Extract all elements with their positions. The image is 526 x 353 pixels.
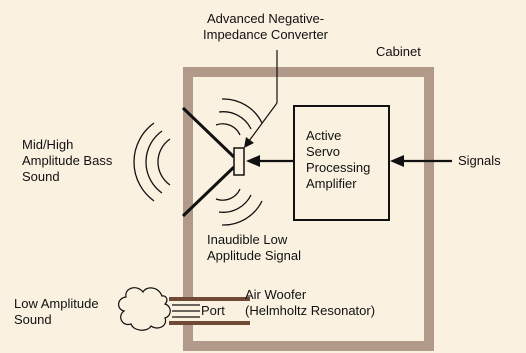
inaudible-signal-label: Inaudible Low Applitude Signal — [207, 232, 301, 263]
wave-arc — [218, 111, 252, 130]
speaker-cone-upper — [181, 106, 236, 159]
low-amplitude-sound-label: Low Amplitude Sound — [14, 296, 99, 327]
wave-arc — [218, 194, 252, 213]
bass-wave-arcs — [133, 122, 171, 202]
inaudible-wave-arcs — [215, 98, 263, 226]
wave-arc — [215, 188, 241, 201]
converter-label: Advanced Negative- Impedance Converter — [203, 11, 329, 42]
signals-arrowhead — [390, 155, 404, 167]
amplifier-box — [293, 105, 390, 221]
converter-leader-line — [248, 102, 278, 142]
converter-leader-arrowhead — [244, 137, 254, 148]
sound-cloud-icon — [118, 287, 171, 331]
amplifier-label: Active Servo Processing Amplifier — [306, 128, 371, 191]
wave-arc — [221, 98, 263, 124]
wave-arc — [133, 122, 155, 202]
signals-label: Signals — [458, 153, 501, 168]
cabinet-label: Cabinet — [376, 44, 421, 59]
amp-to-coil-arrowhead — [246, 155, 260, 167]
wave-arc — [221, 200, 263, 226]
cabinet-wall — [183, 67, 434, 351]
voice-coil-box — [233, 147, 245, 176]
speaker-cone-lower — [181, 165, 236, 218]
wave-arc — [157, 138, 171, 186]
wave-arc — [215, 123, 241, 136]
port-label: Port — [201, 303, 225, 318]
bass-sound-label: Mid/High Amplitude Bass Sound — [22, 137, 113, 184]
air-woofer-label: Air Woofer (Helmholtz Resonator) — [245, 287, 376, 318]
wave-arc — [145, 130, 163, 194]
